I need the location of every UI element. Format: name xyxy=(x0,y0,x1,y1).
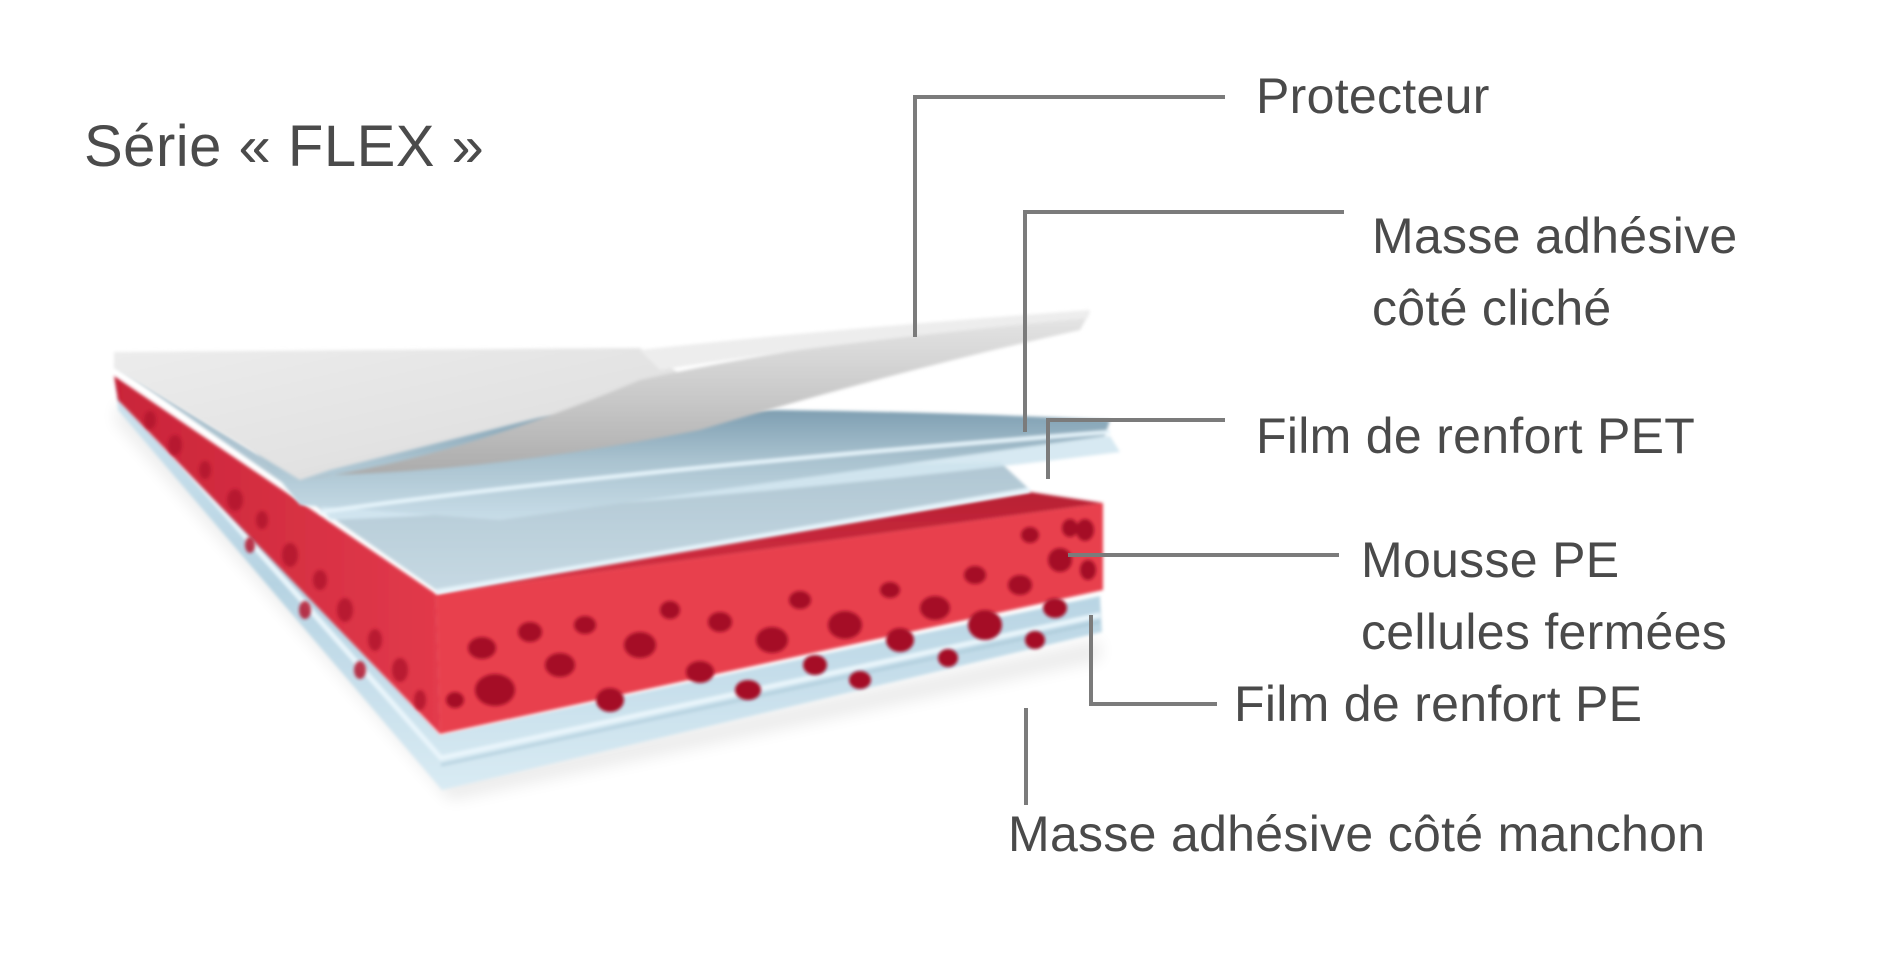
label-protecteur: Protecteur xyxy=(1256,60,1490,132)
label-line: Masse adhésive côté manchon xyxy=(1008,806,1706,862)
leader-film-renfort-pe xyxy=(1089,615,1217,706)
leader-lines xyxy=(913,95,1344,805)
label-line: Film de renfort PET xyxy=(1256,408,1696,464)
label-masse-adhesive-manchon: Masse adhésive côté manchon xyxy=(1008,798,1705,870)
foam-layer xyxy=(114,376,1103,734)
leader-masse-adhesive-cliche xyxy=(1023,210,1344,432)
label-mousse-pe: Mousse PE cellules fermées xyxy=(1361,524,1727,668)
label-film-renfort-pet: Film de renfort PET xyxy=(1256,400,1695,472)
leader-film-renfort-pet xyxy=(1046,418,1225,479)
label-line: Film de renfort PE xyxy=(1234,676,1643,732)
label-line: Masse adhésive xyxy=(1372,208,1738,264)
foam-pores xyxy=(446,519,1096,712)
diagram-title: Série « FLEX » xyxy=(84,114,485,179)
leader-protecteur xyxy=(913,95,1225,337)
label-line: côté cliché xyxy=(1372,280,1612,336)
label-line: Protecteur xyxy=(1256,68,1490,124)
label-line: cellules fermées xyxy=(1361,604,1728,660)
protector-sheet xyxy=(114,310,1090,480)
label-line: Mousse PE xyxy=(1361,532,1620,588)
label-masse-adhesive-cliche: Masse adhésive côté cliché xyxy=(1372,200,1738,344)
label-film-renfort-pe: Film de renfort PE xyxy=(1234,668,1642,740)
